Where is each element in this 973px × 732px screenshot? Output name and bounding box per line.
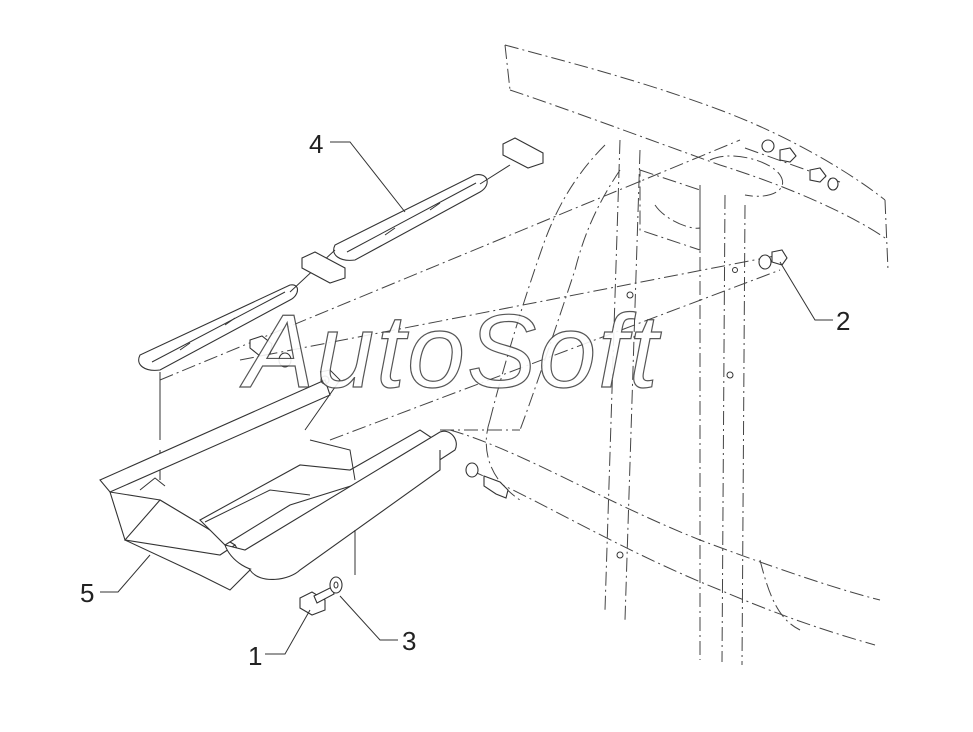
callout-3: 3	[402, 626, 417, 656]
callout-5: 5	[80, 578, 95, 608]
part-3-washer	[329, 576, 343, 594]
bolt-upper-left	[249, 335, 292, 368]
part-2-nuts	[758, 139, 839, 270]
part-4-strap	[138, 137, 544, 480]
part-1-bolt	[299, 586, 335, 616]
callout-2: 2	[836, 306, 851, 336]
callout-1: 1	[248, 641, 263, 671]
part-5-tray	[99, 369, 457, 591]
bolt-right	[465, 462, 509, 499]
callout-4: 4	[309, 129, 324, 159]
autosoft-watermark: AutoSoft	[244, 294, 660, 410]
leader-lines	[100, 141, 833, 655]
